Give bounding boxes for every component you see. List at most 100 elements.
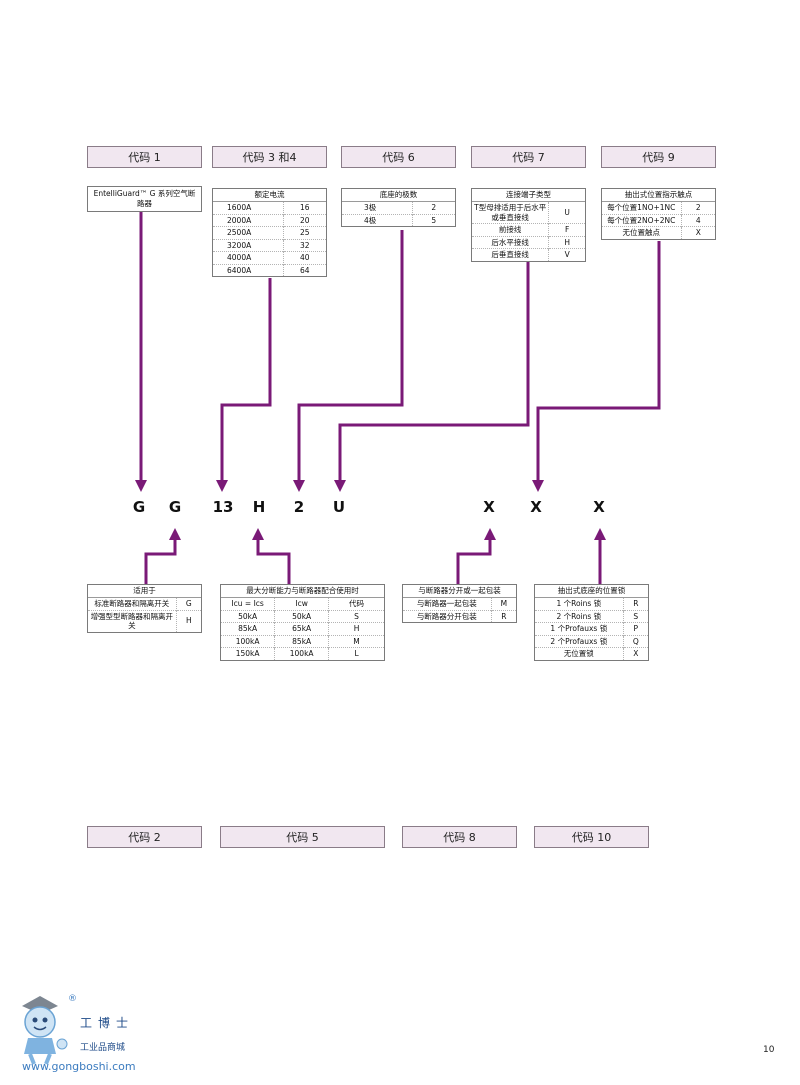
table-cell: 后垂直接线 [472,248,549,261]
code6-title: 底座的极数 [342,189,455,202]
table-cell: T型母排适用于后水平或垂直接线 [474,203,547,222]
arrow-code7 [334,262,530,492]
table-row: 1 个Roins 锁 R [535,598,648,610]
table-cell: 与断路器一起包装 [416,599,477,608]
table-cell: 3极 [364,203,377,212]
code-letter-1: G [132,498,146,516]
table-row: 1600A 16 [213,202,326,214]
table-cell: 85kA [221,622,275,635]
table-cell: X [680,226,715,239]
column-header: Icw [274,598,329,610]
column-header: Icu = Ics [231,599,264,608]
code-letter-6: 2 [293,498,305,516]
table-cell: 无位置触点 [602,226,682,239]
table-cell: H [175,609,201,632]
arrow-code5 [252,528,291,584]
code5-title: 最大分断能力与断路器配合使用时 [221,585,384,598]
code-letter-3-4: 13 [212,498,234,516]
page-number: 10 [763,1045,775,1055]
header-code-6: 代码 6 [341,146,456,168]
table-row: 3极 2 [342,202,455,214]
table-cell: 1 个Roins 锁 [556,599,602,608]
logo-subtitle: 工业品商城 [80,1043,126,1053]
table-cell: 40 [282,251,326,264]
table-cell: 每个位置1NO+1NC [607,203,676,212]
header-code-7: 代码 7 [471,146,586,168]
table-cell: R [622,598,648,610]
table-cell: 1 个Profauxs 锁 [535,622,624,635]
arrow-code2 [144,528,181,584]
logo-chinese-name: 工博士 [80,1016,135,1030]
table-cell: 1600A [227,203,252,212]
code1-text: EntelliGuard™ G 系列空气断路器 [93,189,196,208]
table-cell: Q [622,634,648,648]
code34-title: 额定电流 [213,189,326,202]
table-cell: P [622,622,648,635]
table-cell: H [328,622,384,635]
registered-mark: ® [68,994,77,1004]
table-cell: 16 [282,202,326,214]
table-cell: 150kA [221,647,275,660]
arrow-code9 [532,241,661,492]
table-cell: R [490,609,516,622]
table-cell: 85kA [274,634,329,648]
gongboshi-mascot-logo [22,996,68,1065]
table-cell: V [548,248,585,261]
code-letter-7: U [332,498,346,516]
table-cell: 5 [411,213,455,226]
header-code-5: 代码 5 [220,826,385,848]
table-cell: S [622,609,648,623]
table-cell: 65kA [274,622,329,635]
table-cell: 2 个Profauxs 锁 [535,634,624,648]
code7-title: 连接端子类型 [472,189,585,202]
table-cell: 6400A [213,263,284,276]
logo-url[interactable]: www.gongboshi.com [22,1060,136,1073]
header-code-2: 代码 2 [87,826,202,848]
table-cell: 2 [411,202,455,214]
table-cell: 2000A [213,213,284,227]
header-code-8: 代码 8 [402,826,517,848]
table-cell: 2 个Roins 锁 [535,609,624,623]
table-cell: 20 [282,213,326,227]
code2-title: 适用于 [88,585,201,598]
code-letter-8: X [483,498,495,516]
table-cell: L [328,647,384,660]
code1-box: EntelliGuard™ G 系列空气断路器 [87,186,202,212]
table-cell: 4 [680,213,715,227]
table-cell: 3200A [213,238,284,252]
table-cell: 无位置锁 [535,647,624,660]
code-letter-2: G [168,498,182,516]
table-cell: 标准断路器和隔离开关 [94,599,170,608]
arrow-code34 [216,278,272,492]
code-letter-9: X [530,498,542,516]
table-cell: U [548,202,585,224]
table-cell: 增强型型断路器和隔离开关 [88,609,177,632]
table-cell: H [548,235,585,249]
